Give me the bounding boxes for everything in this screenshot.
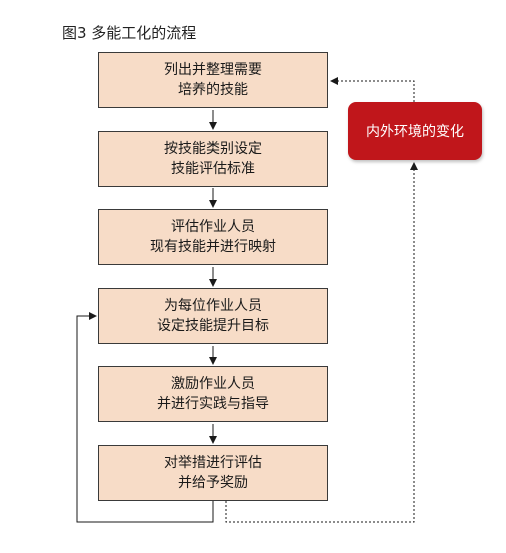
step-6-box: 对举措进行评估 并给予奖励 [98,445,328,501]
step-3-line2: 现有技能并进行映射 [150,239,276,255]
step-3-line1: 评估作业人员 [171,219,255,235]
step-4-line1: 为每位作业人员 [164,298,262,314]
figure-title: 图3 多能工化的流程 [62,24,197,42]
step-4-box: 为每位作业人员 设定技能提升目标 [98,288,328,344]
step-1-line2: 培养的技能 [178,82,248,98]
step-6-line2: 并给予奖励 [178,475,248,491]
step-5-line1: 激励作业人员 [171,376,255,392]
step-5-line2: 并进行实践与指导 [157,396,269,412]
dashed-to-first-step-arrow [330,77,415,102]
step-5-box: 激励作业人员 并进行实践与指导 [98,366,328,422]
step-4-line2: 设定技能提升目标 [157,318,269,334]
step-3-box: 评估作业人员 现有技能并进行映射 [98,209,328,265]
step-2-line1: 按技能类别设定 [164,141,262,157]
step-2-line2: 技能评估标准 [171,161,255,177]
feedback-loop-arrow [76,312,214,523]
external-change-box: 内外环境的变化 [348,102,482,160]
step-6-line1: 对举措进行评估 [164,455,262,471]
step-1-box: 列出并整理需要 培养的技能 [98,52,328,108]
step-2-box: 按技能类别设定 技能评估标准 [98,131,328,187]
step-1-line1: 列出并整理需要 [164,62,262,78]
dashed-to-external-arrow [225,162,418,523]
